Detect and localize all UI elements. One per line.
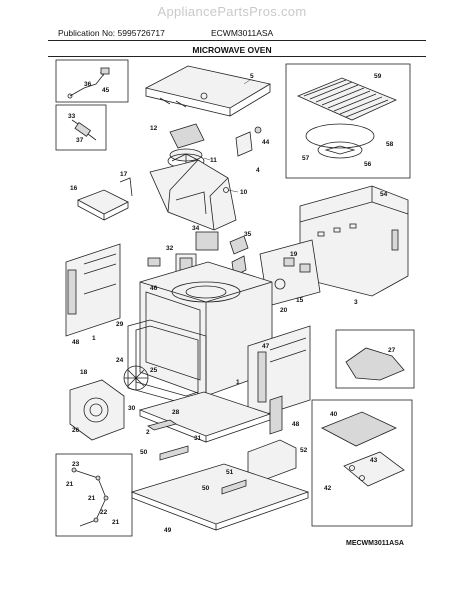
callout-3: 3 <box>354 299 358 306</box>
callout-31: 31 <box>194 435 202 442</box>
part-insulation-sheet <box>345 347 405 381</box>
part-fan-motor <box>167 123 205 169</box>
inset-box-board <box>311 399 413 527</box>
inset-box-fuse <box>55 104 107 151</box>
callout-5: 5 <box>250 73 254 80</box>
callout-20: 20 <box>280 307 288 314</box>
callout-27: 27 <box>388 347 396 354</box>
callout-48: 48 <box>72 339 80 346</box>
callout-2: 2 <box>146 429 150 436</box>
part-control-plate <box>259 239 321 307</box>
callout-45: 45 <box>102 87 110 94</box>
callout-51: 51 <box>226 469 234 476</box>
callout-30: 30 <box>128 405 136 412</box>
callout-33: 33 <box>68 113 76 120</box>
callout-59: 59 <box>374 73 382 80</box>
callout-labels: 45 36 33 37 5 12 11 44 4 10 16 17 59 58 … <box>66 71 396 534</box>
callout-21b: 21 <box>88 495 96 502</box>
callout-21c: 21 <box>112 519 120 526</box>
callout-46: 46 <box>150 285 158 292</box>
part-fuse <box>71 119 97 141</box>
callout-34: 34 <box>192 225 200 232</box>
callout-11: 11 <box>210 157 217 164</box>
inset-box-wire <box>55 59 129 103</box>
callout-17: 17 <box>120 171 128 178</box>
callout-58: 58 <box>386 141 394 148</box>
part-side-bar <box>247 395 297 481</box>
callout-28: 28 <box>172 409 180 416</box>
callout-50: 50 <box>140 449 148 456</box>
publication-number: Publication No: 5995726717 <box>58 28 165 38</box>
part-back-panel <box>299 185 409 297</box>
callout-21: 21 <box>66 481 74 488</box>
section-title: MICROWAVE OVEN <box>192 45 272 55</box>
callout-16: 16 <box>70 185 78 192</box>
callout-1: 1 <box>92 335 96 342</box>
callout-37: 37 <box>76 137 84 144</box>
inset-box-tray <box>285 63 411 179</box>
part-wire-assembly <box>67 67 110 99</box>
header-rule-top <box>48 40 426 41</box>
callout-23: 23 <box>72 461 80 468</box>
callout-25: 25 <box>150 367 158 374</box>
callout-22: 22 <box>100 509 108 516</box>
callout-42: 42 <box>324 485 332 492</box>
watermark-text: AppliancePartsPros.com <box>157 4 307 19</box>
callout-35: 35 <box>244 231 252 238</box>
part-rack-tray <box>296 77 398 159</box>
callout-44: 44 <box>262 139 270 146</box>
callout-1b: 1 <box>236 379 240 386</box>
callout-26: 26 <box>72 427 80 434</box>
part-fan-blade <box>123 365 149 391</box>
callout-56: 56 <box>364 161 372 168</box>
part-left-side-panel <box>65 243 121 337</box>
model-number: ECWM3011ASA <box>211 28 274 38</box>
callout-19: 19 <box>290 251 298 258</box>
callout-57: 57 <box>302 155 310 162</box>
part-front-grill <box>69 379 125 441</box>
callout-32: 32 <box>166 245 174 252</box>
part-base-plate <box>130 445 310 531</box>
part-air-duct <box>149 159 237 231</box>
diagram-caption: MECWM3011ASA <box>346 540 404 547</box>
part-right-side-panel <box>247 325 311 421</box>
callout-10: 10 <box>240 189 248 196</box>
header-rule-bottom <box>48 56 426 57</box>
callout-49: 49 <box>164 527 172 534</box>
part-bracket-16 <box>77 177 133 221</box>
callout-54: 54 <box>380 191 388 198</box>
part-bracket-44 <box>235 126 262 157</box>
inset-box-sheet <box>335 329 415 389</box>
callout-15: 15 <box>296 297 304 304</box>
callout-43: 43 <box>370 457 378 464</box>
part-control-board <box>321 411 405 487</box>
callout-18: 18 <box>80 369 88 376</box>
callout-24: 24 <box>116 357 124 364</box>
part-wire-harness <box>71 467 109 527</box>
callout-36: 36 <box>84 81 92 88</box>
callout-12: 12 <box>150 125 158 132</box>
callout-47: 47 <box>262 343 270 350</box>
callout-4: 4 <box>256 167 260 174</box>
callout-52: 52 <box>300 447 308 454</box>
callout-40: 40 <box>330 411 338 418</box>
callout-50b: 50 <box>202 485 210 492</box>
part-top-cover <box>144 65 272 117</box>
callout-48b: 48 <box>292 421 300 428</box>
callout-29: 29 <box>116 321 124 328</box>
